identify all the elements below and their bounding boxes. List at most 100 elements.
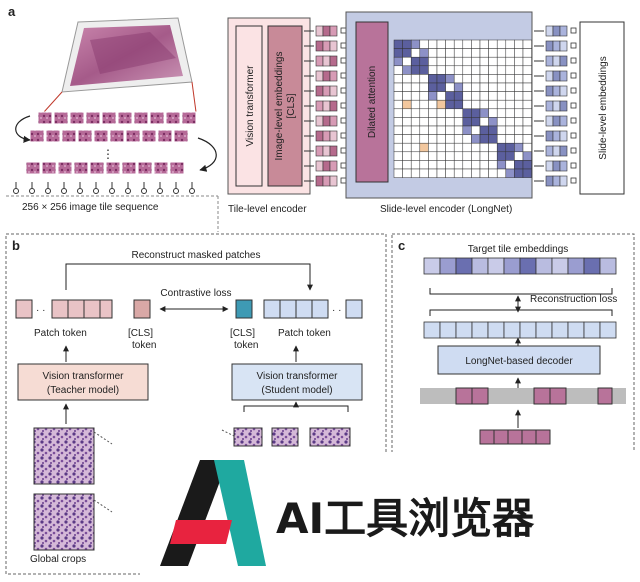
attention-cell <box>471 160 481 170</box>
pin-head <box>29 188 35 194</box>
teacher-model-box <box>17 363 149 401</box>
attention-cell <box>488 91 498 101</box>
attention-cell <box>479 91 489 101</box>
image-tile <box>25 161 41 175</box>
attention-cell <box>436 108 446 118</box>
attention-cell <box>479 151 489 161</box>
attention-cell <box>428 151 438 161</box>
slide-embedding-cell <box>545 130 554 142</box>
tile-encoder-caption: Tile-level encoder <box>228 204 307 215</box>
attention-cell <box>445 56 455 67</box>
pin-head <box>77 188 83 194</box>
attention-cell <box>410 160 421 170</box>
attention-cell <box>410 117 421 127</box>
attention-cell <box>428 56 438 67</box>
stack-port <box>570 72 577 79</box>
attention-cell <box>402 39 412 49</box>
image-tile <box>69 111 85 125</box>
attention-cell <box>471 125 481 135</box>
tile-embedding-cell <box>329 55 338 67</box>
curved-arrow-right <box>197 137 217 172</box>
attention-cell <box>505 142 515 153</box>
attention-cell <box>488 108 498 118</box>
tile-embedding-cell <box>322 25 331 37</box>
target-embedding-cell <box>599 257 617 275</box>
attention-cell <box>462 168 472 178</box>
decoder-output-cell <box>567 321 585 339</box>
attention-cell <box>522 117 532 127</box>
attention-cell <box>462 125 472 135</box>
attention-cell <box>462 160 472 170</box>
tile-embedding-cell <box>322 40 331 52</box>
target-embedding-cell <box>567 257 585 275</box>
target-embedding-cell <box>487 257 505 275</box>
target-embedding-cell <box>439 257 457 275</box>
decoder-output-cell <box>599 321 617 339</box>
attention-cell <box>393 160 403 170</box>
attention-cell <box>488 160 498 170</box>
decoder-output-row <box>423 321 617 339</box>
attention-cell <box>419 168 429 178</box>
local-crop-3 <box>309 427 351 447</box>
slide-embedding-cell <box>545 85 554 97</box>
attention-cell <box>514 82 524 92</box>
attention-cell <box>453 39 464 49</box>
attention-cell <box>462 151 472 161</box>
attention-cell <box>462 74 472 84</box>
pin-head <box>125 188 131 194</box>
attention-cell <box>410 134 421 144</box>
attention-cell <box>505 74 515 84</box>
attention-cell <box>462 117 472 127</box>
attention-cell <box>496 56 507 67</box>
attention-cell <box>479 117 489 127</box>
slide-embedding-cell <box>552 25 561 37</box>
stack-port <box>570 147 577 154</box>
reconstruct-label: Reconstruct masked patches <box>132 250 261 261</box>
teacher-line2: (Teacher model) <box>47 385 119 396</box>
attention-cell <box>453 108 464 118</box>
attention-cell <box>514 91 524 101</box>
ellipsis-dots: ⋮ <box>102 147 114 161</box>
attention-cell <box>410 125 421 135</box>
attention-cell <box>393 82 403 92</box>
attention-cell <box>488 117 498 127</box>
tile-embedding-cell <box>329 100 338 112</box>
attention-cell <box>428 82 438 92</box>
teacher-cls-token <box>133 299 151 319</box>
attention-cell <box>428 74 438 84</box>
attention-cell <box>505 151 515 161</box>
slide-embeddings-box <box>579 21 625 195</box>
global-crop-1 <box>33 427 95 485</box>
image-tile <box>149 111 165 125</box>
slide-embedding-cell <box>559 130 568 142</box>
pin-head <box>13 188 19 194</box>
panel-b-label: b <box>12 238 20 253</box>
attention-cell <box>514 56 524 67</box>
attention-cell <box>436 39 446 49</box>
attention-cell <box>479 65 489 75</box>
contrastive-loss-label: Contrastive loss <box>160 288 231 299</box>
tile-embedding-cell <box>315 115 324 127</box>
attention-cell <box>505 134 515 144</box>
stack-port <box>340 117 347 124</box>
attention-cell <box>522 74 532 84</box>
attention-cell <box>436 91 446 101</box>
attention-cell <box>505 117 515 127</box>
target-embedding-cell <box>535 257 553 275</box>
tile-embedding-cell <box>315 130 324 142</box>
image-tile <box>89 161 105 175</box>
slide-embedding-cell <box>559 115 568 127</box>
student-cls-token <box>235 299 253 319</box>
student-line2: (Student model) <box>261 385 332 396</box>
attention-cell <box>462 48 472 58</box>
attention-cell <box>453 117 464 127</box>
image-tile <box>169 161 185 175</box>
svg-text:· ·: · · <box>36 305 45 316</box>
tile-embedding-cell <box>315 100 324 112</box>
attention-cell <box>514 39 524 49</box>
svg-text:· ·: · · <box>332 305 341 316</box>
image-tile <box>165 111 181 125</box>
attention-cell <box>505 39 515 49</box>
attention-cell <box>402 134 412 144</box>
